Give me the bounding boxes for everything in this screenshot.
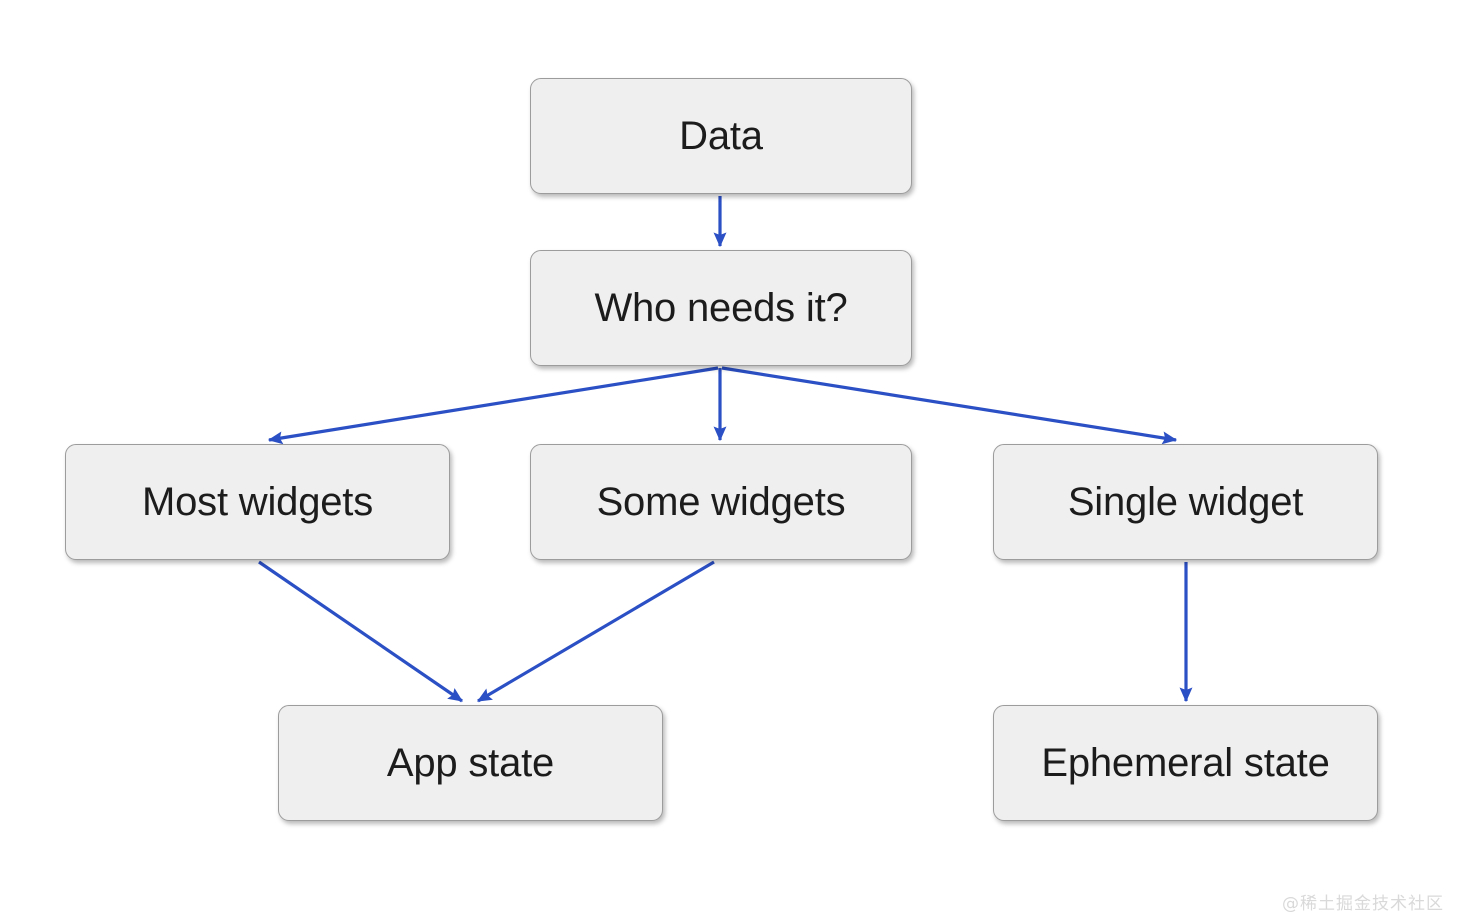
node-most-widgets[interactable]: Most widgets bbox=[65, 444, 450, 560]
edge-who-needs-it-to-single-widget bbox=[721, 366, 1178, 445]
node-some-widgets-label: Some widgets bbox=[596, 480, 846, 524]
node-who-needs-it-label: Who needs it? bbox=[594, 286, 848, 330]
node-ephemeral-state[interactable]: Ephemeral state bbox=[993, 705, 1378, 821]
node-ephemeral-state-label: Ephemeral state bbox=[1041, 741, 1330, 785]
node-who-needs-it[interactable]: Who needs it? bbox=[530, 250, 912, 366]
edge-most-widgets-to-app-state bbox=[258, 560, 463, 703]
node-app-state-label: App state bbox=[386, 741, 555, 785]
watermark: @稀土掘金技术社区 bbox=[1282, 894, 1444, 914]
node-most-widgets-label: Most widgets bbox=[141, 480, 374, 524]
node-single-widget[interactable]: Single widget bbox=[993, 444, 1378, 560]
edge-some-widgets-to-app-state bbox=[476, 560, 715, 703]
node-some-widgets[interactable]: Some widgets bbox=[530, 444, 912, 560]
node-single-widget-label: Single widget bbox=[1067, 480, 1304, 524]
node-app-state[interactable]: App state bbox=[278, 705, 663, 821]
node-data-label: Data bbox=[679, 114, 763, 158]
node-data[interactable]: Data bbox=[530, 78, 912, 194]
edge-who-needs-it-to-most-widgets bbox=[267, 366, 719, 445]
